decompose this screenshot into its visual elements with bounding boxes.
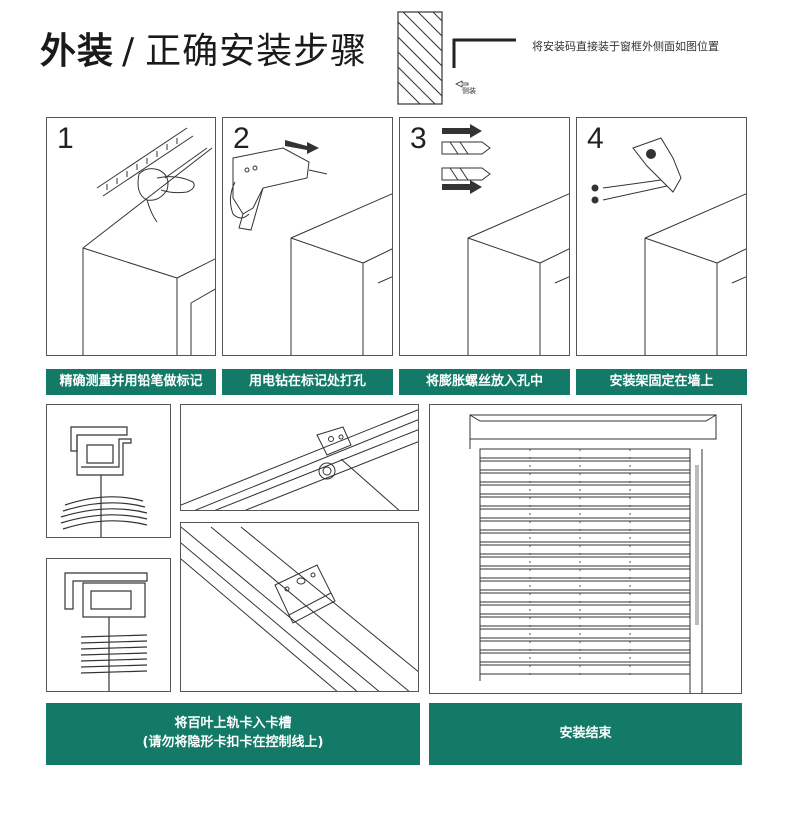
finished-blind-illustration [469, 414, 717, 693]
rail-clip-illustration-bottom [64, 572, 148, 691]
side-mount-label: 侧装 [462, 87, 476, 95]
step-1-label: 精确测量并用铅笔做标记 [46, 369, 216, 395]
step-4-number: 4 [587, 122, 604, 155]
step-1-illustration [82, 127, 215, 355]
rail-insert-instruction: 将百叶上轨卡入卡槽 (请勿将隐形卡扣卡在控制线上) [46, 703, 420, 765]
step-3-label: 将膨胀螺丝放入孔中 [399, 369, 570, 395]
header-note: 将安装码直接装于窗框外侧面如图位置 [532, 40, 719, 53]
rail-insert-line2: (请勿将隐形卡扣卡在控制线上) [142, 735, 324, 750]
step-4-label: 安装架固定在墙上 [576, 369, 747, 395]
rail-clip-detail-bottom [46, 558, 171, 692]
step-3-illustration [441, 124, 569, 355]
rail-insert-illustration-top [181, 409, 418, 510]
rail-insert-detail-bottom [180, 522, 419, 692]
rail-insert-illustration-bottom [181, 526, 418, 691]
step-2-panel: 2 [222, 117, 393, 356]
step-2-illustration [229, 140, 392, 355]
rail-clip-detail-top [46, 404, 171, 538]
side-mount-diagram [397, 11, 516, 105]
step-1-panel: 1 [46, 117, 216, 356]
step-1-number: 1 [57, 122, 74, 155]
finished-blind-panel [429, 404, 742, 694]
title-sub: 正确安装步骤 [145, 31, 368, 72]
step-3-panel: 3 [399, 117, 570, 356]
step-4-illustration [591, 137, 746, 355]
step-2-number: 2 [233, 122, 250, 155]
rail-clip-illustration-top [60, 426, 148, 537]
step-2-label: 用电钻在标记处打孔 [222, 369, 393, 395]
rail-insert-detail-top [180, 404, 419, 511]
title-slash: / [122, 31, 136, 72]
title-main: 外装 [40, 31, 115, 72]
page-title: 外装/正确安装步骤 [40, 22, 367, 74]
rail-insert-line1: 将百叶上轨卡入卡槽 [174, 716, 292, 732]
step-3-number: 3 [410, 122, 427, 155]
installation-complete-label: 安装结束 [429, 703, 742, 765]
step-4-panel: 4 [576, 117, 747, 356]
